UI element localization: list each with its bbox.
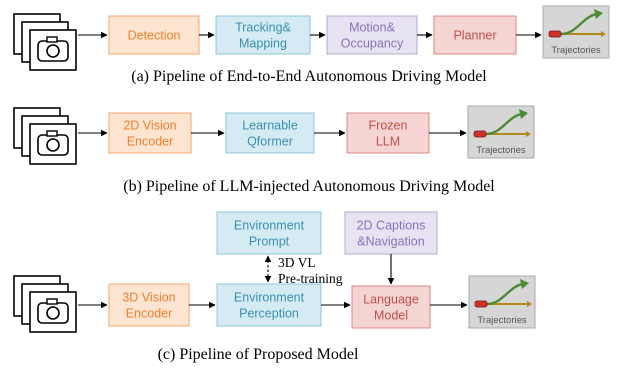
planner-box-label: Planner [453,29,496,43]
3d-vision-encoder-box-label: Encoder [126,307,173,321]
trajectories-label: Trajectories [551,45,601,56]
curved-path-arrow [485,112,523,136]
language-model-box-label: Model [374,309,408,323]
tracking-mapping-box-label: Mapping [239,37,287,51]
pretraining-label: Pre-training [278,271,343,286]
trajectories-label: Trajectories [477,315,527,326]
environment-prompt-box-label: Prompt [249,235,290,249]
learnable-qformer-box-label: Learnable [242,119,298,133]
curved-path-arrow [486,282,524,306]
2d-captions-navigation-box-label: 2D Captions [357,219,426,233]
camera-stack-icon [13,275,77,333]
caption: (c) Pipeline of Proposed Model [158,346,359,363]
ego-car-icon [548,30,562,38]
3d-vision-encoder-box-label: 3D Vision [122,291,175,305]
tracking-mapping-box: Tracking&Mapping [215,15,311,55]
2d-vision-encoder-box-label: 2D Vision [123,119,176,133]
trajectories-panel: Trajectories [542,5,610,59]
ego-car-icon [473,130,487,138]
detection-box-label: Detection [128,29,181,43]
2d-captions-navigation-box: 2D Captions&Navigation [344,211,438,255]
planner-box: Planner [433,15,517,55]
caption: (b) Pipeline of LLM-injected Autonomous … [123,178,495,195]
detection-box: Detection [108,15,200,55]
learnable-qformer-box-label: Qformer [247,135,293,149]
trajectories-panel: Trajectories [468,275,536,329]
motion-occupancy-box: Motion&Occupancy [326,15,418,55]
tracking-mapping-box-label: Tracking& [235,21,291,35]
ego-car-icon [474,300,488,308]
camera-stack-icon [13,13,77,71]
pretraining-label: 3D VL [278,255,316,270]
motion-occupancy-box-label: Motion& [349,21,396,35]
camera-stack-icon [13,107,77,165]
curved-path-arrow [560,12,598,36]
environment-perception-box-label: Environment [234,291,305,305]
language-model-box-label: Language [363,293,419,307]
caption: (a) Pipeline of End-to-End Autonomous Dr… [131,68,487,85]
environment-prompt-box-label: Environment [234,219,305,233]
environment-perception-box-label: Perception [239,307,299,321]
trajectories-label: Trajectories [476,145,526,156]
motion-occupancy-box-label: Occupancy [341,37,404,51]
frozen-llm-box-label: LLM [376,135,400,149]
2d-captions-navigation-box-label: &Navigation [357,235,424,249]
trajectories-panel: Trajectories [467,105,535,159]
2d-vision-encoder-box-label: Encoder [127,135,174,149]
frozen-llm-box-label: Frozen [369,119,408,133]
